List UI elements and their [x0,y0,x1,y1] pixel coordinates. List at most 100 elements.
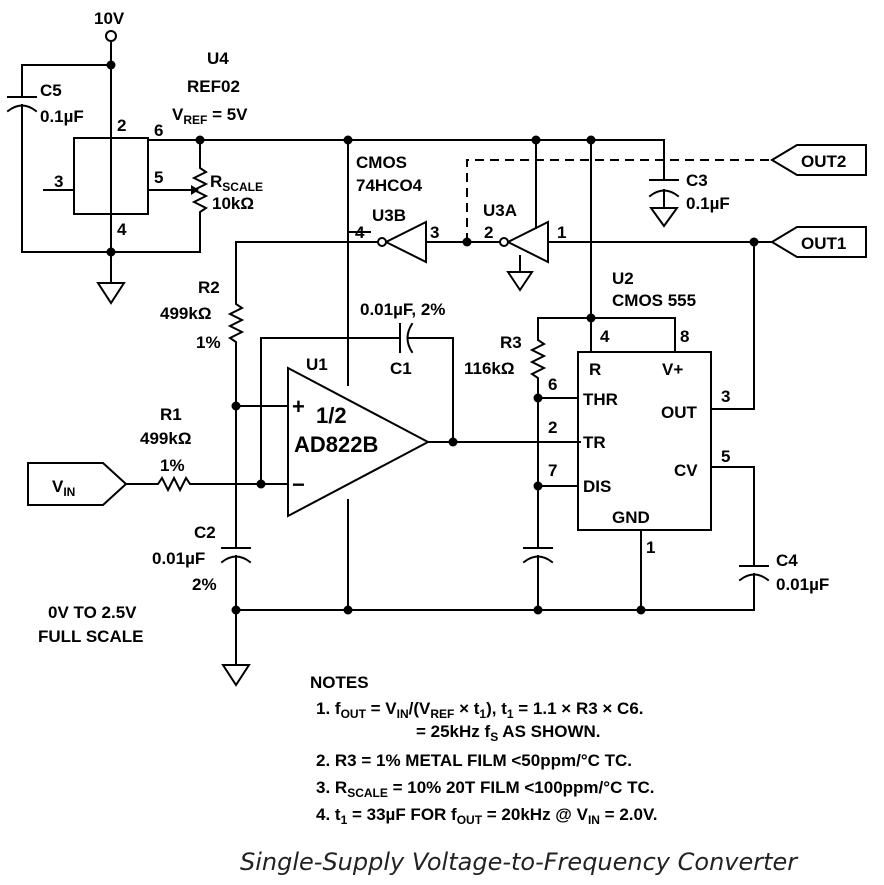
note-2: 2. R3 = 1% METAL FILM <50ppm/°C TC. [316,751,632,770]
c1-ref: C1 [390,359,412,378]
u2-label-gnd: GND [612,508,650,527]
note-3: 3. RSCALE = 10% 20T FILM <100ppm/°C TC. [316,778,654,800]
c5-ref: C5 [40,81,62,100]
u4-pin4: 4 [117,220,127,239]
u1-ref: U1 [306,355,328,374]
u2-pin7: 7 [548,461,557,480]
wire-c1-left [260,337,401,485]
supply-label: 10V [94,9,125,28]
u3b-pin3: 3 [430,223,439,242]
wire-u2-cv [710,466,755,567]
out1-label: OUT1 [801,234,846,253]
u4-pin5: 5 [154,168,163,187]
wire-c1-right [407,337,454,443]
r1-ref: R1 [160,405,182,424]
u4-pin3: 3 [54,172,63,191]
notes-block: NOTES 1. fOUT = VIN/(VREF × t1), t1 = 1.… [310,673,657,827]
junction-dis [533,481,543,491]
u1-frac: 1/2 [316,403,347,428]
out1-connector[interactable] [770,226,867,258]
u3b-bubble [377,237,387,247]
u2-label-r: R [589,360,601,379]
wire-u2-pin8 [537,317,676,353]
u2-pin5: 5 [721,447,730,466]
u2-pin4: 4 [600,327,610,346]
out2-dashed-link [466,159,772,242]
c1-value: 0.01µF, 2% [360,300,445,319]
c5-value: 0.1µF [40,107,84,126]
rscale-resistor [110,139,209,253]
supply-terminal: 10V [94,9,125,42]
supply-terminal-circle [105,30,117,42]
r3-resistor [529,317,547,549]
u3a-ground-icon [506,271,534,292]
r3-ref: R3 [500,333,522,352]
range-line1: 0V TO 2.5V [48,603,137,622]
rscale-value: 10kΩ [212,194,254,213]
c3-ref: C3 [686,171,708,190]
u2-pin3: 3 [721,387,730,406]
u4-part: REF02 [187,77,240,96]
junction-thr [533,393,543,403]
u3a-pin1: 1 [557,223,566,242]
main-ground-icon [221,664,251,687]
junction-u3-mid [462,237,472,247]
u2-label-dis: DIS [583,477,611,496]
u2-555-body [577,351,712,531]
u2-label-thr: THR [583,390,618,409]
vin-connector[interactable] [27,462,128,506]
u2-part: CMOS 555 [612,291,696,310]
u1-part: AD822B [294,432,378,457]
u2-label-out: OUT [661,403,698,422]
u2-pin8: 8 [680,327,689,346]
note-1-line-2: = 25kHz fS AS SHOWN. [416,722,601,744]
c2-tol: 2% [192,575,217,594]
figure-caption: Single-Supply Voltage-to-Frequency Conve… [240,848,799,876]
u4-pin2: 2 [117,116,126,135]
wire-c5-bottom [21,104,112,253]
u3a-pin2: 2 [484,223,493,242]
notes-title: NOTES [310,673,369,692]
junction-gnd-c2 [231,605,241,615]
u2-pin2: 2 [548,418,557,437]
note-4: 4. t1 = 33µF FOR fOUT = 20kHz @ VIN = 2.… [316,805,657,827]
u3a-ref: U3A [483,201,517,220]
u1-plus: + [292,394,305,419]
u3b-pin4: 4 [355,223,365,242]
rscale-ref: RSCALE [210,172,263,194]
u4-pin6: 6 [154,121,163,140]
u2-label-cv: CV [674,461,698,480]
r1-tol: 1% [160,456,185,475]
range-line2: FULL SCALE [38,627,143,646]
out2-connector[interactable] [770,144,867,176]
c4-ref: C4 [776,551,798,570]
u3b-ref: U3B [372,206,406,225]
r2-tol: 1% [196,333,221,352]
vin-label: VIN [52,477,75,499]
u2-pin1: 1 [646,538,655,557]
u3-part: 74HCO4 [356,176,423,195]
u2-label-vplus: V+ [662,360,683,379]
out2-label: OUT2 [801,152,846,171]
u2-ref: U2 [612,269,634,288]
u2-label-tr: TR [583,433,606,452]
u3-family: CMOS [356,153,407,172]
ground-icon [96,282,126,305]
c2-value: 0.01µF [152,549,205,568]
wire-u3b-r2 [235,241,379,299]
junction-r1-minus [256,479,266,489]
rscale-wiper-arrow-icon [191,185,199,195]
r2-resistor [227,297,245,549]
c2-ref: C2 [194,523,216,542]
wire-555-out [710,241,755,410]
wire-vref-rail [147,139,665,181]
u3b-inverter [383,220,427,264]
r1-resistor [125,475,289,493]
c3-ground-icon [649,207,679,228]
r1-value: 499kΩ [140,429,191,448]
c3-value: 0.1µF [686,194,730,213]
u4-ref: U4 [207,49,229,68]
wire-c5-top [21,64,112,98]
